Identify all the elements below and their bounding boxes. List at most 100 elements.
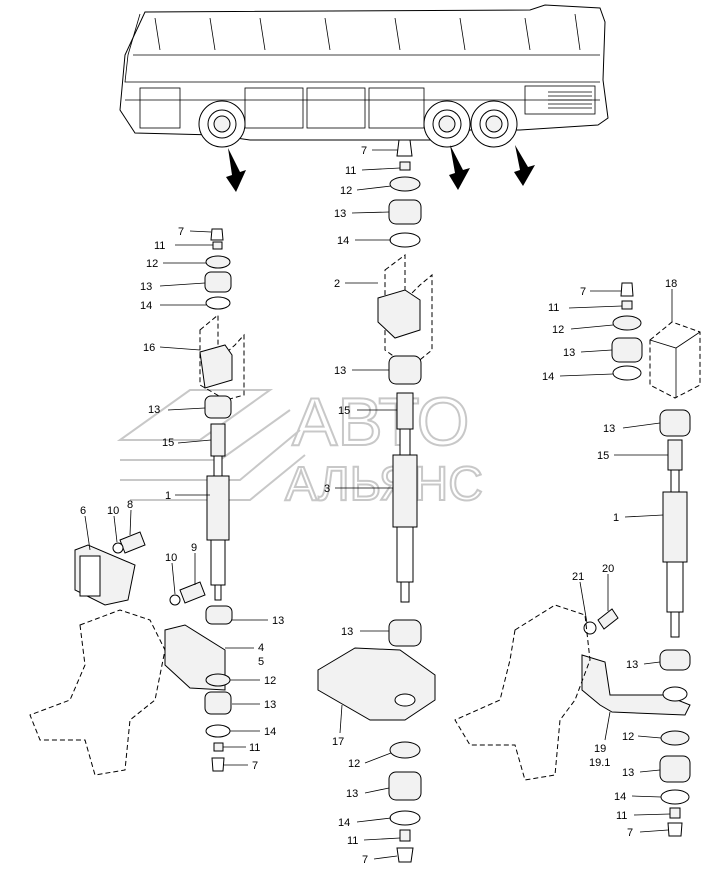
bracket-19 <box>581 654 691 716</box>
label-left-1: 1 <box>165 490 171 502</box>
watermark-line1: АВТО <box>292 384 470 460</box>
label-right-1: 1 <box>613 512 619 524</box>
label-center-11-bottom: 11 <box>347 835 358 847</box>
washer-14f <box>660 789 690 805</box>
label-left-12-top: 12 <box>146 258 158 270</box>
label-left-9: 9 <box>191 542 197 554</box>
label-center-2: 2 <box>334 278 340 290</box>
washer-14b <box>205 724 231 738</box>
label-left-10-a: 10 <box>107 505 119 517</box>
cover-18 <box>649 321 701 399</box>
label-left-12-bottom: 12 <box>264 675 276 687</box>
label-left-13-top: 13 <box>140 281 152 293</box>
bus-wheels <box>198 100 518 148</box>
cap-nut-7c <box>396 139 413 157</box>
label-left-13-bottom: 13 <box>264 699 276 711</box>
label-left-8: 8 <box>127 499 133 511</box>
bus-luggage-doors <box>139 85 596 129</box>
center-assembly: 7 11 12 13 14 2 13 15 3 13 17 12 13 14 1… <box>317 139 436 866</box>
right-assembly: 18 7 11 12 13 14 13 15 1 21 20 13 19 19.… <box>454 278 701 839</box>
bushing-13h <box>388 771 422 801</box>
washer-21 <box>583 621 597 635</box>
watermark-emblem <box>116 389 306 501</box>
left-assembly: 7 11 12 13 14 16 13 15 1 6 10 8 10 9 13 … <box>29 226 284 776</box>
bushing-13k <box>659 649 691 671</box>
washer-14d <box>389 810 421 826</box>
washer-12 <box>205 255 231 269</box>
label-center-7-bottom: 7 <box>362 854 368 866</box>
label-center-13-c: 13 <box>341 626 353 638</box>
bolt-8 <box>119 531 146 554</box>
axle-casting-right <box>454 604 591 781</box>
bushing-13e <box>388 199 422 225</box>
label-left-15: 15 <box>162 437 174 449</box>
label-left-13-c: 13 <box>272 615 284 627</box>
bus-windows <box>154 13 581 51</box>
watermark-logo: АВТО АЛЬЯНС <box>116 383 484 512</box>
label-right-15: 15 <box>597 450 609 462</box>
label-center-12-top: 12 <box>340 185 352 197</box>
bolt-20 <box>597 608 619 630</box>
watermark-line2: АЛЬЯНС <box>285 458 483 511</box>
bus-illustration <box>119 4 609 192</box>
label-left-13-mid: 13 <box>148 404 160 416</box>
axle-casting-left <box>29 609 166 776</box>
cap-nut-7e <box>620 282 634 297</box>
shock-absorber-1r <box>662 491 688 563</box>
spacer-15c <box>396 392 414 430</box>
label-left-14-bottom: 14 <box>264 726 276 738</box>
label-right-7-top: 7 <box>580 286 586 298</box>
label-right-14-top: 14 <box>542 371 554 383</box>
washer-14e <box>612 365 642 381</box>
bushing-13j <box>659 409 691 437</box>
label-center-12-bottom: 12 <box>348 758 360 770</box>
bushing-13l <box>659 755 691 783</box>
nut-11d <box>399 829 411 842</box>
label-center-14-top: 14 <box>337 235 349 247</box>
label-left-7-bottom: 7 <box>252 760 258 772</box>
label-left-11-top: 11 <box>154 240 165 252</box>
label-center-3: 3 <box>324 483 330 495</box>
label-center-14-bottom: 14 <box>338 817 350 829</box>
bushing-13 <box>204 271 232 293</box>
nut-11 <box>212 241 223 250</box>
label-left-5: 5 <box>258 656 264 668</box>
label-center-13-mid: 13 <box>334 365 346 377</box>
label-center-11-top: 11 <box>345 165 356 177</box>
nut-11f <box>669 807 681 819</box>
label-right-7-bottom: 7 <box>627 827 633 839</box>
washer-10b <box>169 594 181 606</box>
shock-absorber-3 <box>392 454 418 528</box>
label-left-11-bottom: 11 <box>249 742 260 754</box>
bushing-13d <box>204 691 232 715</box>
label-right-13-bottom: 13 <box>622 767 634 779</box>
bushing-13f <box>388 355 422 385</box>
bracket-4-5 <box>164 624 226 691</box>
label-right-11-bottom: 11 <box>616 810 627 822</box>
label-right-13-top: 13 <box>563 347 575 359</box>
label-left-16: 16 <box>143 342 155 354</box>
cap-nut-7d <box>396 847 414 863</box>
label-center-17: 17 <box>332 736 344 748</box>
cap-nut-7b <box>211 757 225 772</box>
label-left-10-b: 10 <box>165 552 177 564</box>
label-right-11-top: 11 <box>548 302 559 314</box>
label-right-12-bottom: 12 <box>622 731 634 743</box>
label-left-4: 4 <box>258 642 264 654</box>
label-left-7-top: 7 <box>178 226 184 238</box>
label-right-19-1: 19.1 <box>589 757 610 769</box>
bracket-2 <box>384 254 433 369</box>
bushing-13g <box>388 619 422 647</box>
washer-12e <box>612 315 642 331</box>
label-right-20: 20 <box>602 563 614 575</box>
washer-14c <box>389 232 421 248</box>
label-right-12-top: 12 <box>552 324 564 336</box>
label-left-14-top: 14 <box>140 300 152 312</box>
spacer-15 <box>210 423 226 457</box>
bus-body <box>119 4 609 141</box>
label-right-13-mid: 13 <box>603 423 615 435</box>
nut-11c <box>399 161 411 171</box>
spacer-15r <box>667 439 683 471</box>
washer-12b <box>205 673 231 687</box>
label-right-18: 18 <box>665 278 677 290</box>
